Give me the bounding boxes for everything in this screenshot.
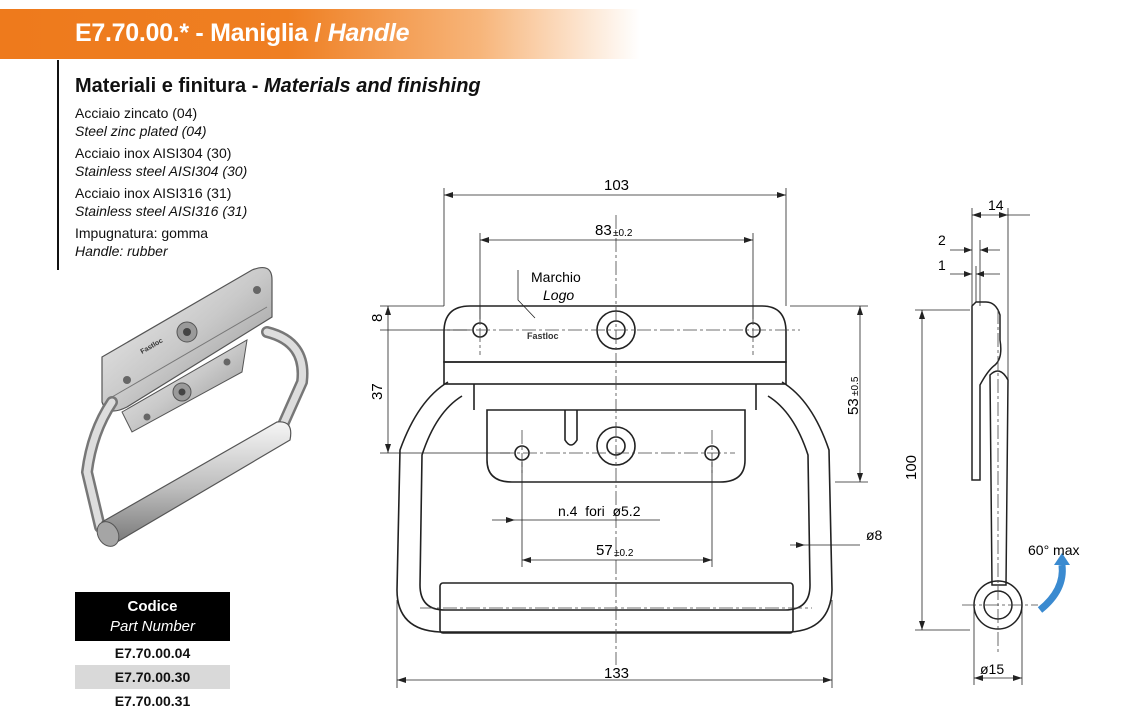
material-item: Acciaio inox AISI304 (30) Stainless stee… [75, 144, 247, 180]
material-it: Impugnatura: gomma [75, 225, 209, 241]
handle-3d-render: Fastloc [80, 267, 309, 547]
holes-note: n.4 fori ø5.2 [558, 503, 641, 519]
page-title: E7.70.00.* - Maniglia / Handle [75, 19, 410, 48]
left-rule [57, 60, 59, 270]
dim-57: 57 [596, 542, 613, 559]
part-number-header: Codice Part Number [75, 592, 230, 641]
table-row: E7.70.00.30 [75, 665, 230, 689]
dim-2: 2 [938, 232, 946, 248]
header-codice: Codice [127, 598, 178, 615]
table-row: E7.70.00.04 [114, 645, 191, 661]
table-row: E7.70.00.31 [114, 693, 191, 709]
material-it: Acciaio inox AISI304 (30) [75, 145, 232, 161]
tol-53: ±0.5 [850, 376, 861, 396]
dim-14: 14 [988, 197, 1004, 213]
dim-103: 103 [604, 177, 629, 194]
title-dash: - [195, 19, 204, 47]
dim-8: 8 [369, 314, 386, 322]
tol-83: ±0.2 [613, 228, 633, 239]
materials-title-it: Materiali e finitura [75, 75, 247, 97]
material-en: Steel zinc plated (04) [75, 123, 207, 139]
materials-title: Materiali e finitura - Materials and fin… [75, 75, 481, 97]
material-en: Stainless steel AISI316 (31) [75, 203, 248, 219]
marchio-label: Marchio [531, 269, 581, 285]
dia-15: ø15 [980, 661, 1004, 677]
title-english: Handle [327, 19, 410, 47]
dia-8: ø8 [866, 527, 883, 543]
dim-53: 53 [845, 398, 862, 415]
header-banner [0, 9, 640, 59]
material-en: Stainless steel AISI304 (30) [75, 163, 248, 179]
dim-100: 100 [903, 455, 920, 480]
title-separator: / [314, 19, 322, 47]
material-item: Acciaio inox AISI316 (31) Stainless stee… [75, 184, 247, 220]
logo-label: Logo [543, 287, 574, 303]
material-item: Impugnatura: gomma Handle: rubber [75, 224, 247, 260]
logo-mark: Fastloc [527, 331, 559, 341]
material-it: Acciaio zincato (04) [75, 105, 198, 121]
header-part-number: Part Number [109, 618, 196, 635]
part-number-table: Codice Part Number E7.70.00.04 E7.70.00.… [75, 592, 230, 713]
product-code: E7.70.00.* [75, 19, 189, 47]
side-view-drawing: 14 2 1 100 60° max ø15 [903, 197, 1080, 685]
dim-1: 1 [938, 257, 946, 273]
tol-57: ±0.2 [614, 548, 634, 559]
material-it: Acciaio inox AISI316 (31) [75, 185, 232, 201]
dim-133: 133 [604, 665, 629, 682]
materials-list: Acciaio zincato (04) Steel zinc plated (… [75, 104, 247, 264]
dim-83: 83 [595, 222, 612, 239]
materials-title-en: Materials and finishing [263, 75, 481, 97]
title-italian: Maniglia [210, 19, 308, 47]
material-item: Acciaio zincato (04) Steel zinc plated (… [75, 104, 247, 140]
dim-37: 37 [369, 383, 386, 400]
material-en: Handle: rubber [75, 243, 168, 259]
angle-limit: 60° max [1028, 542, 1080, 558]
